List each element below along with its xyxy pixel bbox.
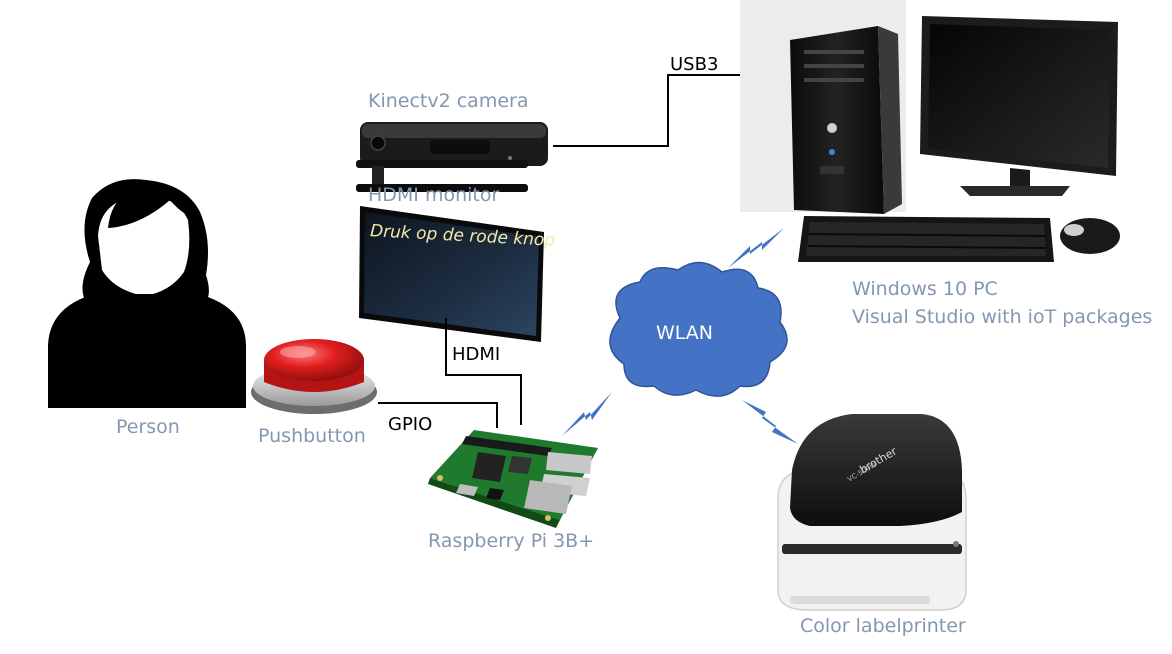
gpio-line — [378, 402, 498, 428]
raspberry-pi-label: Raspberry Pi 3B+ — [428, 530, 595, 552]
gpio-label: GPIO — [388, 414, 433, 435]
kinect-label: Kinectv2 camera — [368, 90, 529, 112]
person-icon — [48, 179, 246, 408]
pushbutton-icon — [251, 339, 377, 414]
mouse-icon — [1060, 218, 1120, 254]
connection-lines — [378, 74, 782, 428]
pushbutton-label: Pushbutton — [258, 425, 366, 447]
pc-tower-icon — [740, 0, 906, 214]
wireless-links — [562, 228, 798, 444]
raspberry-pi-icon — [428, 430, 598, 528]
printer-label: Color labelprinter — [800, 615, 966, 637]
lightning-icon-pi — [562, 392, 612, 436]
hdmi-label: HDMI — [452, 344, 501, 365]
hdmi-line — [445, 318, 522, 425]
hdmi-monitor-icon — [359, 206, 544, 342]
wlan-cloud-icon — [609, 261, 788, 397]
usb3-label: USB3 — [670, 54, 719, 75]
visual-studio-label: Visual Studio with ioT packages — [852, 306, 1153, 328]
lightning-icon-pc — [728, 228, 784, 268]
wlan-label: WLAN — [656, 322, 714, 344]
lightning-icon-printer — [742, 400, 798, 444]
usb3-line — [553, 74, 782, 147]
pc-monitor-icon — [920, 16, 1118, 196]
windows-pc-label: Windows 10 PC — [852, 278, 998, 300]
keyboard-icon — [798, 216, 1054, 262]
person-label: Person — [116, 416, 180, 438]
label-printer-icon — [777, 414, 967, 611]
kinect-camera-icon — [356, 122, 548, 192]
hdmi-monitor-label: HDMI monitor — [368, 184, 500, 206]
